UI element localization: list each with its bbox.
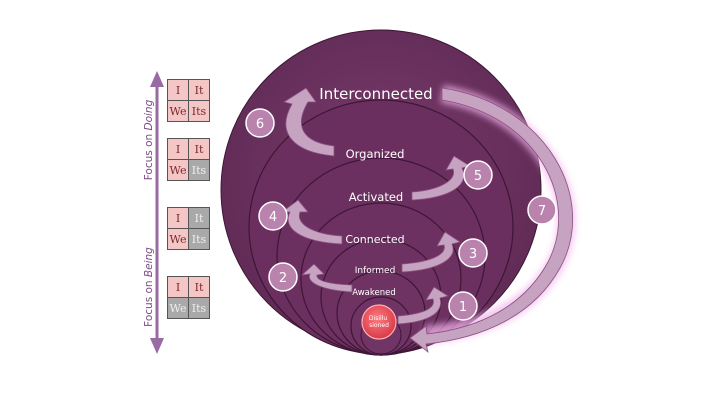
arrow-1 — [397, 286, 449, 325]
quadrant-label-its: Its — [192, 105, 207, 118]
quadrant-cell-i — [168, 80, 188, 100]
quadrant-label-it: It — [195, 212, 204, 225]
quadrant-cell-we — [168, 298, 188, 318]
core-label: Disillu sioned — [369, 315, 389, 329]
quadrant-label-it: It — [195, 281, 204, 294]
level-labels: Interconnected Organized Activated Conne… — [319, 85, 432, 298]
svg-text:5: 5 — [474, 169, 482, 184]
axis-label-doing: Focus on Doing — [143, 99, 155, 180]
svg-text:3: 3 — [469, 247, 477, 262]
quadrant-cell-we — [168, 101, 188, 121]
quadrant-cell-it — [189, 208, 209, 228]
quadrant-cell-we — [168, 229, 188, 249]
quadrant-cell-i — [168, 139, 188, 159]
quadrant-label-i: I — [176, 143, 180, 156]
quadrant-cell-it — [189, 139, 209, 159]
focus-axis: Focus on Doing Focus on Being — [143, 71, 164, 354]
quadrant-label-i: I — [176, 212, 180, 225]
step-badges: 1 2 3 4 5 6 7 — [245, 108, 557, 321]
quadrant-label-its: Its — [192, 302, 207, 315]
quadrant-label-we: We — [170, 164, 187, 177]
quadrant-label-i: I — [176, 84, 180, 97]
level-activated: Activated — [349, 190, 403, 204]
quadrant-label-its: Its — [192, 233, 207, 246]
quadrant-label-its: Its — [192, 164, 207, 177]
step-badge-7: 7 — [527, 195, 557, 225]
svg-text:6: 6 — [256, 117, 264, 132]
step-badge-4: 4 — [258, 201, 288, 231]
quadrant-label-we: We — [170, 233, 187, 246]
axis-label-being: Focus on Being — [143, 247, 155, 327]
arrow-4 — [280, 199, 343, 245]
quadrant-cell-its — [189, 101, 209, 121]
arrow-3 — [401, 231, 461, 273]
quadrant-cell-its — [189, 229, 209, 249]
level-organized: Organized — [346, 147, 405, 161]
quadrant-label-i: I — [176, 281, 180, 294]
arrow-6 — [282, 87, 335, 157]
quadrant-cell-i — [168, 277, 188, 297]
quadrant-cell-its — [189, 298, 209, 318]
step-badge-2: 2 — [268, 262, 298, 292]
quadrant-cell-i — [168, 208, 188, 228]
quadrant-label-it: It — [195, 143, 204, 156]
step-badge-5: 5 — [463, 160, 493, 190]
quadrant-cell-it — [189, 80, 209, 100]
level-interconnected: Interconnected — [319, 85, 432, 103]
svg-text:4: 4 — [269, 210, 277, 225]
level-awakened: Awakened — [352, 288, 396, 298]
core-disillusioned: Disillu sioned — [361, 304, 397, 340]
quadrant-cell-its — [189, 160, 209, 180]
step-badge-6: 6 — [245, 108, 275, 138]
arrow-7 — [409, 87, 574, 354]
svg-text:7: 7 — [538, 204, 546, 219]
svg-text:2: 2 — [279, 271, 287, 286]
core-circle — [361, 304, 397, 340]
quadrant-cell-we — [168, 160, 188, 180]
level-connected: Connected — [345, 233, 404, 246]
quadrant-cell-it — [189, 277, 209, 297]
quadrant-label-it: It — [195, 84, 204, 97]
rings — [220, 29, 542, 356]
quadrant-label-we: We — [170, 302, 187, 315]
quadrant-label-we: We — [170, 105, 187, 118]
step-badge-3: 3 — [458, 238, 488, 268]
svg-text:1: 1 — [459, 300, 467, 315]
arrow-2 — [300, 263, 353, 293]
arrow-5 — [411, 155, 472, 201]
level-informed: Informed — [355, 266, 396, 276]
spiral-arrows — [280, 87, 574, 354]
step-badge-1: 1 — [448, 291, 478, 321]
axis-arrow-down-icon — [150, 338, 164, 354]
axis-arrow-up-icon — [150, 71, 164, 87]
